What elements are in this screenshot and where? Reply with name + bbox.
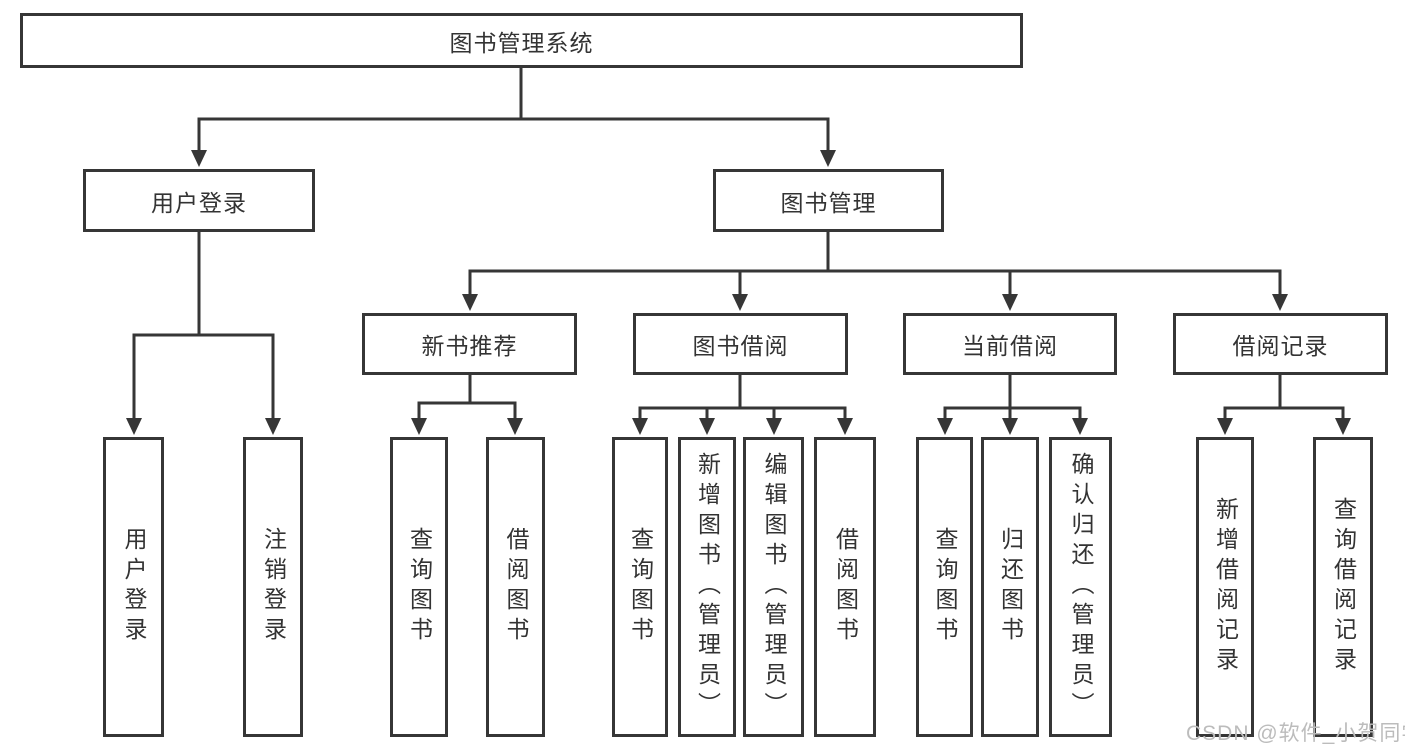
leaf-logout: 注销登录 (243, 437, 303, 737)
node-new-book-recommend: 新书推荐 (362, 313, 577, 375)
leaf-add-borrow-record: 新增借阅记录 (1196, 437, 1254, 737)
leaf-query-books-3-label: 查询图书 (932, 527, 958, 647)
leaf-query-books-3: 查询图书 (916, 437, 973, 737)
leaf-borrow-books-1-label: 借阅图书 (503, 527, 529, 647)
node-borrowing-records: 借阅记录 (1173, 313, 1388, 375)
leaf-return-books-label: 归还图书 (997, 527, 1024, 647)
leaf-return-books: 归还图书 (981, 437, 1039, 737)
node-book-management-group: 图书管理 (713, 169, 944, 232)
node-current-borrowing-label: 当前借阅 (962, 333, 1058, 359)
node-user-login-group-label: 用户登录 (151, 189, 247, 216)
leaf-confirm-return-admin-label: 确认归还（管理员） (1068, 452, 1094, 722)
node-book-borrowing-label: 图书借阅 (692, 333, 789, 359)
leaf-add-books-admin-label: 新增图书（管理员） (694, 452, 721, 722)
leaf-logout-label: 注销登录 (260, 527, 287, 647)
leaf-user-login-label: 用户登录 (121, 527, 147, 647)
leaf-user-login: 用户登录 (103, 437, 164, 737)
node-book-management-group-label: 图书管理 (780, 189, 877, 216)
node-borrowing-records-label: 借阅记录 (1232, 333, 1329, 359)
leaf-edit-books-admin-label: 编辑图书（管理员） (761, 452, 787, 722)
leaf-add-books-admin: 新增图书（管理员） (678, 437, 736, 737)
node-root-label: 图书管理系统 (449, 29, 594, 56)
leaf-borrow-books-2-label: 借阅图书 (832, 527, 859, 647)
leaf-query-books-2: 查询图书 (612, 437, 668, 737)
leaf-query-books-1-label: 查询图书 (406, 527, 433, 647)
leaf-edit-books-admin: 编辑图书（管理员） (743, 437, 804, 737)
node-root: 图书管理系统 (20, 13, 1023, 68)
node-user-login-group: 用户登录 (83, 169, 315, 232)
leaf-query-borrow-record-label: 查询借阅记录 (1330, 497, 1357, 677)
node-book-borrowing: 图书借阅 (633, 313, 848, 375)
leaf-confirm-return-admin: 确认归还（管理员） (1049, 437, 1112, 737)
node-current-borrowing: 当前借阅 (903, 313, 1117, 375)
node-new-book-recommend-label: 新书推荐 (421, 333, 518, 359)
leaf-borrow-books-1: 借阅图书 (486, 437, 545, 737)
leaf-borrow-books-2: 借阅图书 (814, 437, 876, 737)
csdn-watermark: CSDN @软件_小贺同学 (1186, 722, 1405, 745)
leaf-query-borrow-record: 查询借阅记录 (1313, 437, 1373, 737)
leaf-query-books-2-label: 查询图书 (627, 527, 654, 647)
leaf-query-books-1: 查询图书 (390, 437, 448, 737)
leaf-add-borrow-record-label: 新增借阅记录 (1212, 497, 1239, 677)
